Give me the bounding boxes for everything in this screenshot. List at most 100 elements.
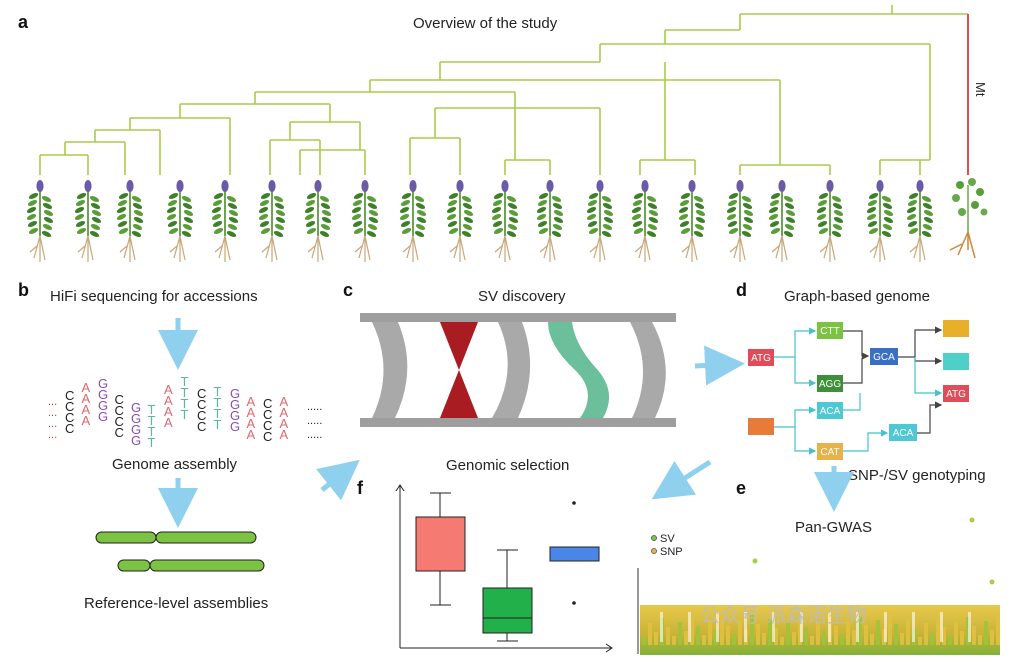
svg-text:.....: ..... [307, 429, 322, 441]
graph-genome-edges [773, 326, 943, 455]
phylogenetic-tree [39, 5, 969, 175]
alfalfa-plant-icon [446, 180, 474, 262]
sequence-base: G [98, 409, 108, 424]
alfalfa-plant-icon [816, 180, 844, 262]
panel-label-b: b [18, 280, 29, 300]
sequence-base: G [131, 400, 141, 415]
sequence-base: C [197, 386, 206, 401]
svg-text:...: ... [48, 418, 57, 430]
panel-label-e: e [736, 478, 747, 498]
sequence-base: C [197, 397, 206, 412]
plant-row [26, 180, 934, 262]
sequence-base: C [115, 403, 124, 418]
alfalfa-plant-icon [351, 180, 379, 262]
sequence-base: T [214, 395, 222, 410]
mt-label: Mt [973, 82, 988, 97]
svg-text:CTT: CTT [820, 326, 839, 337]
sequence-base: T [148, 424, 156, 439]
sequence-base: T [148, 435, 156, 450]
sequence-base: G [230, 408, 240, 423]
sequence-base: C [197, 408, 206, 423]
panel-d-title: Graph-based genome [784, 288, 930, 305]
sequence-base: T [214, 406, 222, 421]
sequence-reads: CCCCAAAAGGGGCCCCGGGGTTTTAAAATTTTCCCCTTTT… [65, 374, 289, 450]
sequence-base: T [148, 413, 156, 428]
reference-assembly-bars [95, 531, 265, 572]
svg-text:...: ... [48, 429, 57, 441]
sequence-base: C [65, 388, 74, 403]
sequence-base: C [263, 396, 272, 411]
watermark: 公众号·派森诺生物 [700, 604, 867, 627]
boxplot-chart [395, 484, 613, 653]
sequence-base: C [263, 418, 272, 433]
svg-text:CAT: CAT [820, 447, 839, 458]
sequence-base: C [65, 410, 74, 425]
sequence-base: A [280, 427, 289, 442]
sequence-base: A [280, 416, 289, 431]
svg-text:AGG: AGG [819, 379, 841, 390]
alfalfa-plant-icon [536, 180, 564, 262]
panel-b-title: HiFi sequencing for accessions [50, 288, 258, 305]
read-dots-right: ..... [307, 401, 322, 413]
sequence-base: A [280, 405, 289, 420]
sequence-base: T [181, 385, 189, 400]
sequence-base: T [214, 384, 222, 399]
svg-text:.....: ..... [307, 415, 322, 427]
sequence-base: T [214, 417, 222, 432]
sequence-base: T [148, 402, 156, 417]
legend-sv-marker [651, 535, 657, 541]
svg-text:GCA: GCA [873, 352, 895, 363]
sequence-base: A [247, 427, 256, 442]
panel-label-a: a [18, 12, 29, 32]
sequence-base: T [181, 374, 189, 389]
svg-text:ATG: ATG [751, 353, 771, 364]
sequence-base: C [263, 407, 272, 422]
alfalfa-plant-icon [258, 180, 286, 262]
sequence-base: G [98, 398, 108, 413]
sequence-base: C [115, 425, 124, 440]
sequence-base: T [181, 396, 189, 411]
genome-assembly-label: Genome assembly [112, 456, 238, 473]
sequence-base: G [131, 433, 141, 448]
genotyping-label: SNP-/SV genotyping [848, 467, 986, 484]
alfalfa-plant-icon [399, 180, 427, 262]
sequence-base: T [181, 407, 189, 422]
sequence-base: G [230, 419, 240, 434]
alfalfa-plant-icon [211, 180, 239, 262]
arrow-c-to-d [694, 345, 745, 386]
alfalfa-plant-icon [26, 180, 54, 262]
sequence-base: A [164, 404, 173, 419]
sequence-base: C [263, 429, 272, 444]
sequence-base: G [98, 387, 108, 402]
sv-discovery [360, 313, 676, 427]
alfalfa-plant-icon [586, 180, 614, 262]
sequence-base: A [280, 394, 289, 409]
panel-label-c: c [343, 280, 354, 300]
arrow-b-to-f [316, 459, 360, 501]
panel-e-title: Pan-GWAS [795, 519, 872, 536]
sequence-base: C [65, 421, 74, 436]
sequence-base: A [247, 394, 256, 409]
svg-text:ACA: ACA [893, 428, 914, 439]
alfalfa-plant-icon [678, 180, 706, 262]
sequence-base: A [82, 391, 91, 406]
sequence-base: G [230, 397, 240, 412]
legend-snp-label: SNP [660, 546, 683, 558]
alfalfa-plant-icon [726, 180, 754, 262]
panel-label-f: f [357, 478, 363, 498]
sequence-base: A [82, 402, 91, 417]
alfalfa-plant-icon [304, 180, 332, 262]
graph-genome-nodes: ATG CTT AGG GCA ACA CAT ACA ATG [748, 320, 969, 460]
sequence-base: G [131, 422, 141, 437]
sequence-base: G [131, 411, 141, 426]
arrow-d-to-f [651, 459, 712, 500]
sequence-base: C [115, 414, 124, 429]
sequence-base: A [247, 416, 256, 431]
alfalfa-plant-icon [74, 180, 102, 262]
panel-a-title: Overview of the study [413, 15, 558, 32]
panel-label-d: d [736, 280, 747, 300]
sequence-base: A [164, 393, 173, 408]
svg-text:ATG: ATG [946, 389, 966, 400]
svg-text:...: ... [48, 407, 57, 419]
